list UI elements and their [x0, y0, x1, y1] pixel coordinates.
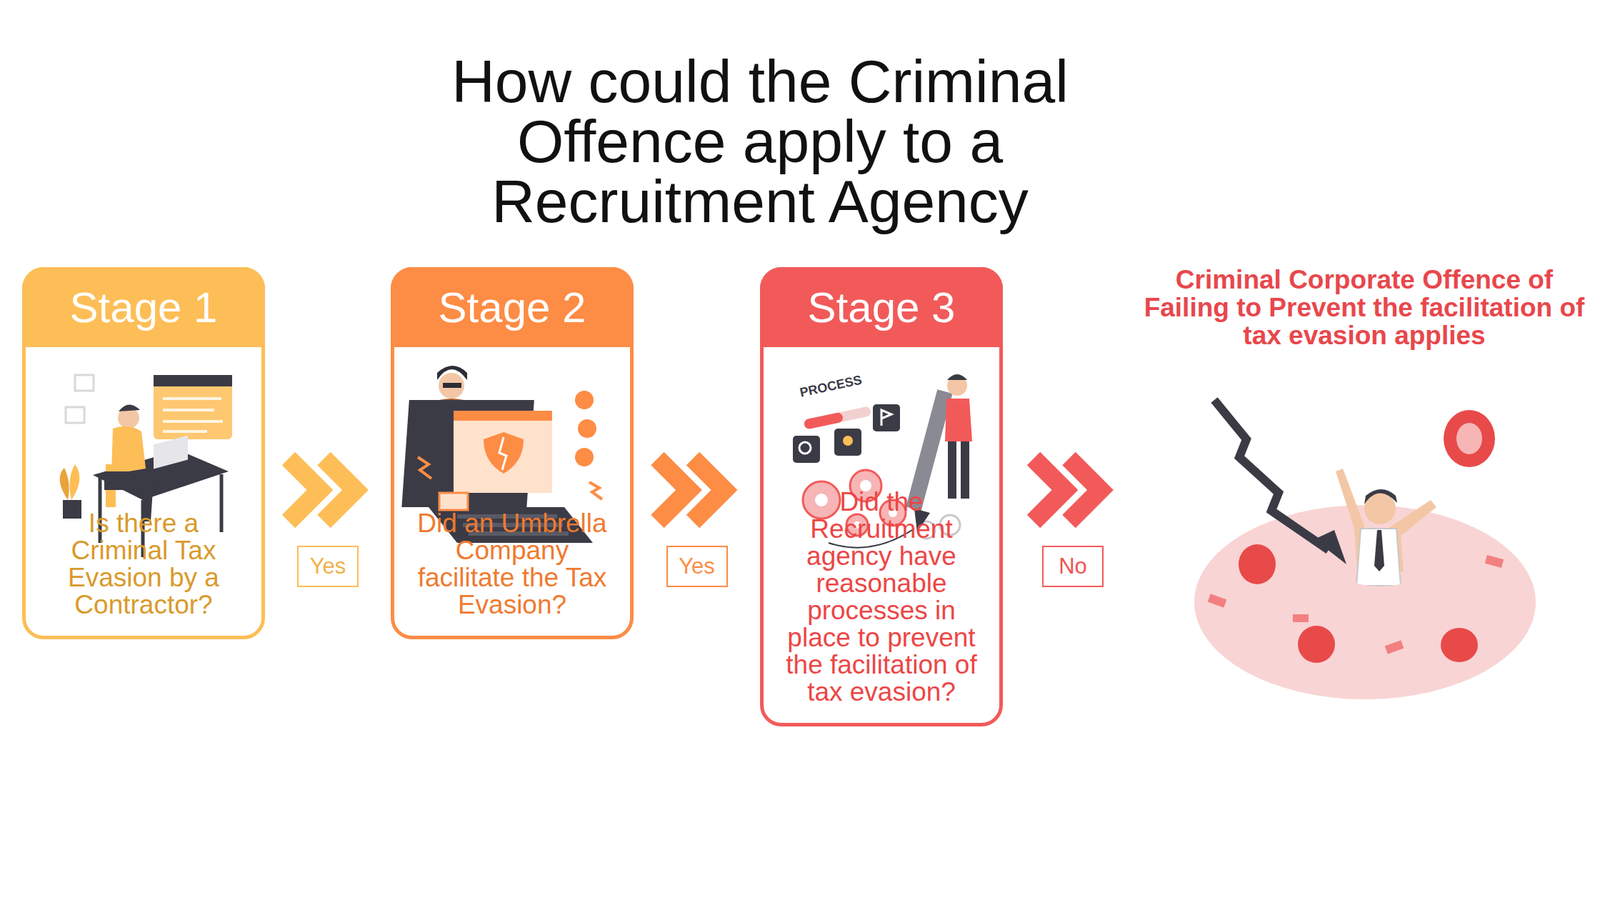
- chevron: [1033, 458, 1065, 522]
- chevron-connector: [265, 458, 391, 522]
- stage-question: Did the Recruitment agency have reasonab…: [763, 488, 1000, 706]
- stage-question: Did an Umbrella Company facilitate the T…: [394, 510, 630, 619]
- chevron: [657, 458, 690, 522]
- chevron: [324, 458, 356, 522]
- stage-header: Stage 2: [390, 267, 634, 348]
- connector-span: [1002, 490, 1143, 491]
- title: How could the Criminal Offence apply to …: [381, 51, 1139, 232]
- stage-question: Is there a Criminal Tax Evasion by a Con…: [25, 510, 262, 619]
- chevron: [288, 458, 320, 522]
- chevron-connector: [633, 458, 760, 522]
- stage-box: Stage 3 Did the Recruitment agency have r…: [760, 267, 1003, 727]
- connector-span: [633, 490, 760, 491]
- chevron: [692, 458, 725, 522]
- sinking-illustration: [1194, 400, 1536, 700]
- connector-span: [265, 490, 391, 491]
- illustration-label: PROCESS: [798, 372, 863, 401]
- chevron-connector: [1002, 458, 1143, 522]
- outcome-text-node: Criminal Corporate Offence of Failing to…: [1142, 265, 1586, 350]
- edge-label: Yes: [297, 545, 359, 588]
- stage-box: Stage 2 Did an Umbrella Company facilitat…: [390, 267, 634, 640]
- chevron: [1069, 458, 1101, 522]
- edge-label: Yes: [666, 545, 728, 588]
- edge-label: No: [1042, 545, 1104, 588]
- outcome-text: Criminal Corporate Offence of Failing to…: [1142, 265, 1586, 350]
- stage-header: Stage 3: [760, 267, 1003, 348]
- stage-box: Stage 1 Is there a Criminal Tax Evasion b…: [22, 267, 265, 640]
- stage-header: Stage 1: [22, 267, 265, 348]
